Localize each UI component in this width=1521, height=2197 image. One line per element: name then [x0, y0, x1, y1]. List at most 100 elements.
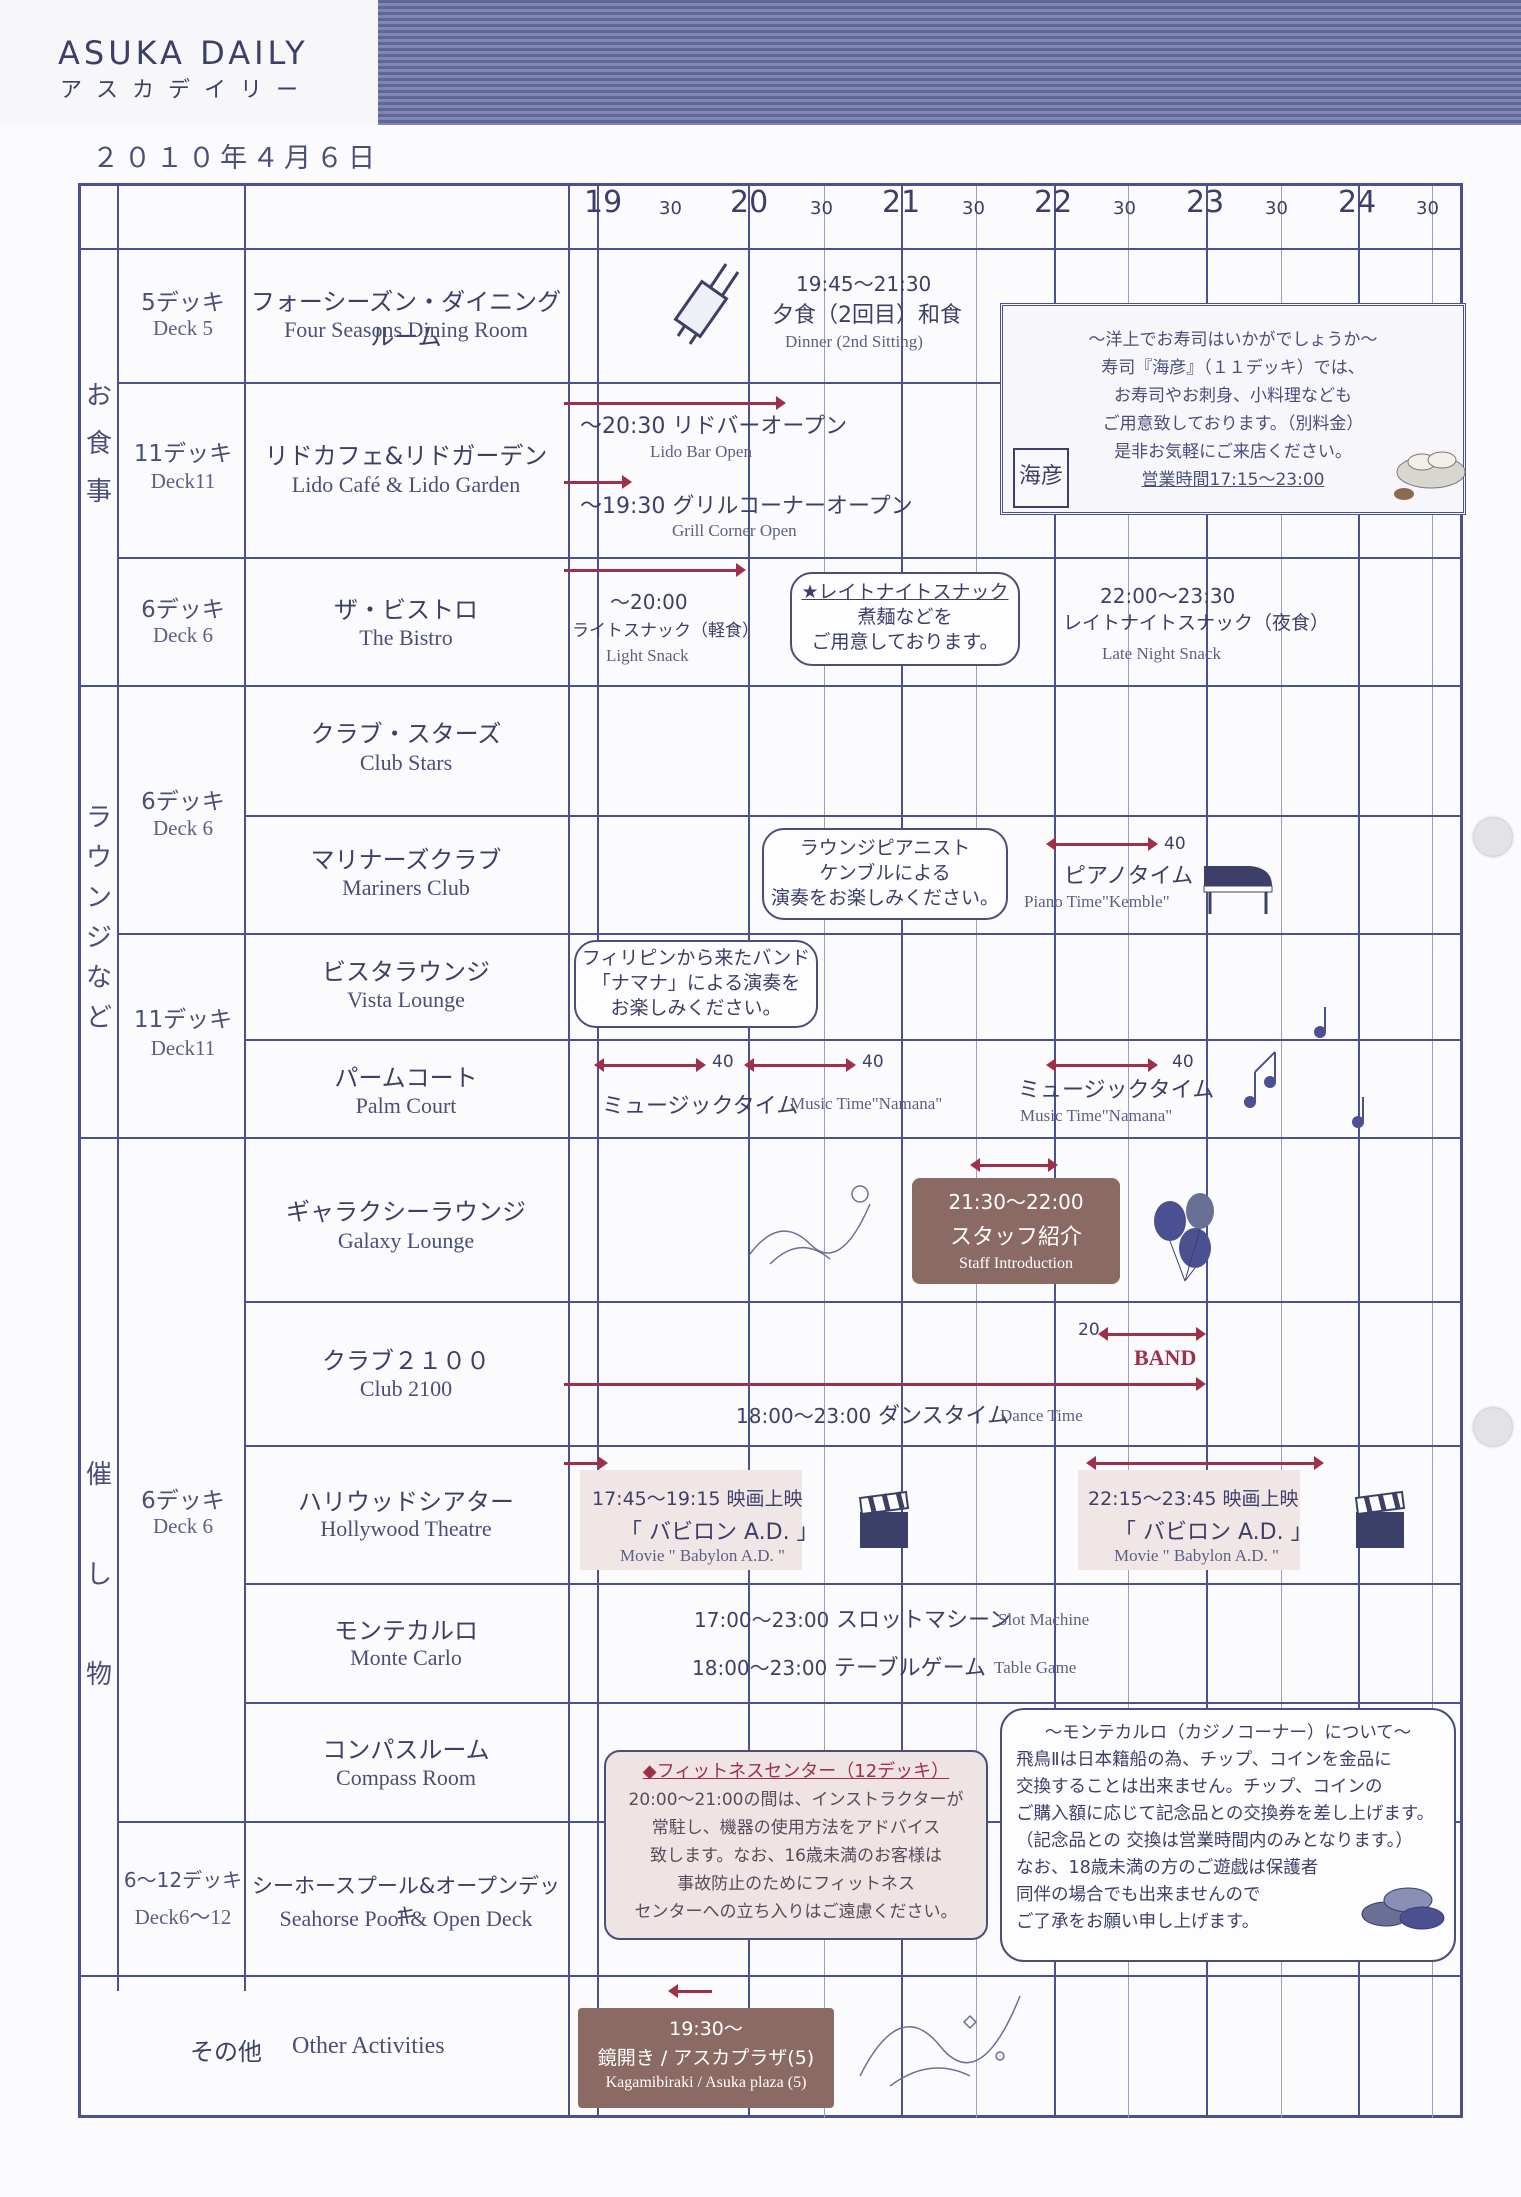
bubble-line: 演奏をお楽しみください。 [770, 887, 999, 909]
music-duration: 40 [1172, 1052, 1194, 1072]
hour-label: 22 [1034, 185, 1073, 220]
casino-line: なお、18歳未満の方のご遊戯は保護者 [1016, 1858, 1319, 1878]
venue-name-en: Lido Café & Lido Garden [291, 472, 521, 497]
bubble-line: ケンブルによる [819, 862, 951, 884]
band-label: BAND [1134, 1345, 1197, 1370]
hour-label: 20 [730, 185, 769, 220]
movie-title: 「 バビロン A.D. 」 [1114, 1520, 1313, 1545]
swirl-ornament-icon [749, 1185, 871, 1265]
half-hour-label: 30 [1416, 198, 1439, 219]
header-row-divider [81, 248, 1461, 250]
bubble-line: ★レイトナイトスナック [801, 581, 1009, 603]
venue-name: シーホースプール&オープンデッキ [251, 1874, 561, 1928]
venue-name-en: Mariners Club [342, 875, 470, 900]
bistro-label: ライトスナック（軽食） [572, 621, 759, 641]
movie-box [1078, 1470, 1300, 1570]
duration-arrow [564, 396, 786, 410]
duration-arrow [564, 475, 632, 489]
sushi-notice: 〜洋上でお寿司はいかがでしょうか〜 寿司『海彦』（１１デッキ）では、 お寿司やお… [1000, 303, 1466, 515]
venue-column-divider [568, 186, 570, 2118]
staff-intro-time: 21:30〜22:00 [948, 1190, 1084, 1214]
sushi-line: お寿司やお刺身、小料理なども [1114, 386, 1352, 406]
deck-label: 11デッキ [133, 441, 233, 467]
music-duration: 40 [862, 1052, 884, 1072]
venue-name: クラブ・スターズ [310, 720, 502, 748]
fitness-title: ◆フィットネスセンター（12デッキ） [642, 1761, 950, 1782]
staff-intro-box: 21:30〜22:00 スタッフ紹介 Staff Introduction [912, 1178, 1120, 1284]
casino-line: （記念品との 交換は営業時間内のみとなります。） [1016, 1831, 1413, 1851]
deck-label-en: Deck11 [150, 469, 216, 493]
kagamibiraki-box: 19:30〜 鏡開き / アスカプラザ(5) Kagamibiraki / As… [578, 2008, 834, 2108]
hole-punch [1474, 818, 1512, 856]
grill-label: 〜19:30 グリルコーナーオープン [580, 494, 913, 519]
brand-panel [0, 0, 378, 125]
brand-title: ASUKA DAILY [58, 34, 309, 72]
hour-label: 21 [882, 185, 921, 220]
venue-name-en: Compass Room [336, 1765, 476, 1790]
table-label-en: Table Game [994, 1658, 1077, 1677]
duration-arrow [970, 1158, 1058, 1172]
category-events: 催し物 [85, 1460, 112, 1690]
sushi-hours: 営業時間17:15〜23:00 [1141, 470, 1325, 490]
duration-arrow [564, 1377, 1206, 1391]
sushi-line: 寿司『海彦』（１１デッキ）では、 [1101, 358, 1365, 378]
half-hour-label: 30 [1265, 198, 1288, 219]
sushi-logo: 海彦 [1013, 448, 1069, 508]
venue-name-en: Club Stars [359, 750, 453, 775]
music-notes-icon [1244, 1007, 1364, 1128]
clapperboard-icon [858, 1490, 910, 1548]
duration-arrow [668, 1984, 712, 1998]
sushi-line: 〜洋上でお寿司はいかがでしょうか〜 [1088, 330, 1378, 350]
venue-name: マリナーズクラブ [310, 846, 502, 874]
deck-label: 6デッキ [141, 597, 225, 623]
header-stripe-band [378, 0, 1521, 125]
staff-intro-label-en: Staff Introduction [959, 1255, 1073, 1272]
piano-label-en: Piano Time"Kemble" [1024, 892, 1170, 911]
duration-arrow [1046, 1058, 1158, 1072]
page-date: ２０１０年４月６日 [92, 143, 380, 174]
staff-intro-label: スタッフ紹介 [949, 1225, 1082, 1250]
fitness-line: 事故防止のためにフィットネス [677, 1874, 915, 1894]
category-lounge: ラウンジなど [85, 803, 112, 1033]
other-activities-label: その他 [190, 2038, 262, 2066]
music-duration: 40 [712, 1052, 734, 1072]
dinner-label: 夕食（2回目）和食 [772, 303, 962, 328]
bubble-line: フィリピンから来たバンド [581, 947, 811, 969]
venue-name-en: Galaxy Lounge [337, 1228, 475, 1253]
venue-name-en: Hollywood Theatre [320, 1516, 492, 1541]
piano-label: ピアノタイム [1064, 864, 1194, 889]
movie-title: 「 バビロン A.D. 」 [620, 1520, 819, 1545]
chopsticks-icon [673, 263, 740, 345]
grill-label-en: Grill Corner Open [672, 521, 797, 540]
music-time-label: ミュージックタイム [1018, 1078, 1215, 1103]
casino-line: 同伴の場合でも出来ませんので [1016, 1885, 1261, 1905]
late-snack-label-en: Late Night Snack [1102, 644, 1221, 663]
venue-name: フォーシーズン・ダイニングルーム [250, 288, 562, 351]
deck-column-divider [244, 186, 246, 1991]
bubble-line: お楽しみください。 [610, 997, 782, 1019]
sushi-line: 是非お気軽にご来店ください。 [1114, 442, 1352, 462]
piano-icon [1203, 866, 1273, 914]
bistro-label-en: Light Snack [606, 646, 689, 665]
deck-label: 6デッキ [141, 1488, 225, 1514]
venue-name-en: Vista Lounge [347, 987, 465, 1012]
dance-label-en: Dance Time [1000, 1406, 1083, 1425]
casino-line: ご了承をお願い申し上げます。 [1016, 1912, 1260, 1932]
category-dining: お食事 [85, 381, 112, 507]
duration-arrow [564, 563, 746, 577]
kagamibiraki-label-en: Kagamibiraki / Asuka plaza (5) [605, 2074, 807, 2091]
half-hour-label: 30 [659, 198, 682, 219]
clapperboard-icon [1354, 1490, 1406, 1548]
piano-duration: 40 [1164, 834, 1186, 854]
deck-label: 6〜12デッキ [123, 1868, 243, 1892]
late-snack-time: 22:00〜23:30 [1100, 584, 1236, 608]
kagamibiraki-label: 鏡開き / アスカプラザ(5) [597, 2047, 815, 2069]
venue-name-en: Palm Court [355, 1093, 457, 1118]
slot-label-en: Slot Machine [998, 1610, 1090, 1629]
venue-name: モンテカルロ [334, 1617, 478, 1645]
fitness-line: 致します。なお、16歳未満のお客様は [650, 1846, 942, 1866]
pianist-bubble: ラウンジピアニスト ケンブルによる 演奏をお楽しみください。 [762, 828, 1008, 920]
dinner-time: 19:45〜21:30 [796, 272, 932, 296]
fitness-notice: ◆フィットネスセンター（12デッキ） 20:00〜21:00の間は、インストラク… [604, 1750, 988, 1940]
lido-bar-label: 〜20:30 リドバーオープン [580, 414, 848, 439]
